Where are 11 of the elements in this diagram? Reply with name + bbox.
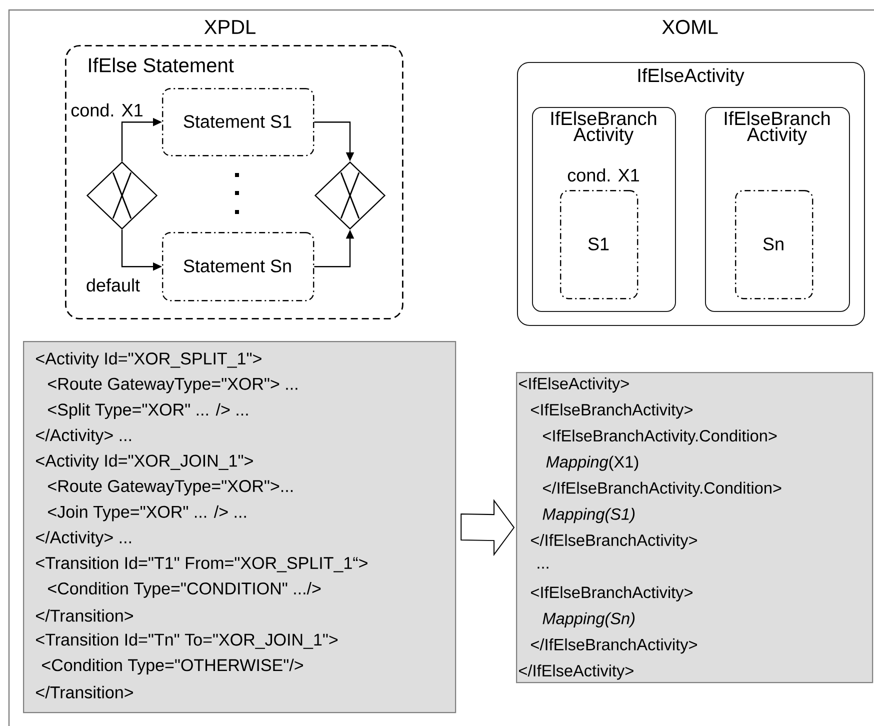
statement-box: Statement S1 (162, 88, 314, 156)
column-heading: XOML (662, 20, 718, 34)
edge-label: default (84, 277, 142, 293)
statement-box: S1 (560, 190, 638, 300)
arrow (460, 499, 515, 556)
code-box: <Activity Id="XOR_SPLIT_1"> <Route GatewayType="XOR"> ... <Split Type="XOR" ... /> ... </Activity> ... <Activity Id="XOR_JOIN_1"> <Route GatewayType="XOR">... <Join Type="XOR" ... /> ... </Activity> ... <Transition Id="T1" From="XOR_SPLIT_1“> <Condition Type="CONDITION" .../> </Transition> <Transition Id="Tn" To="XOR_JOIN_1"> <Condition Type="OTHERWISE"/> </Transition> (23, 341, 456, 714)
statement-box: Statement Sn (162, 232, 314, 302)
code-box: <IfElseActivity> <IfElseBranchActivity> <IfElseBranchActivity.Condition> Mapping(X1) </IfElseBranchActivity.Condition> Mapping(S1) </IfElseBranchActivity> ... <IfElseBranchActivity> Mapping(Sn) </IfElseBranchActivity> </IfElseActivity> (516, 372, 874, 684)
column-heading: XPDL (204, 20, 256, 34)
statement-box: Sn (735, 190, 814, 300)
edge-label: cond. X1 (70, 102, 144, 118)
